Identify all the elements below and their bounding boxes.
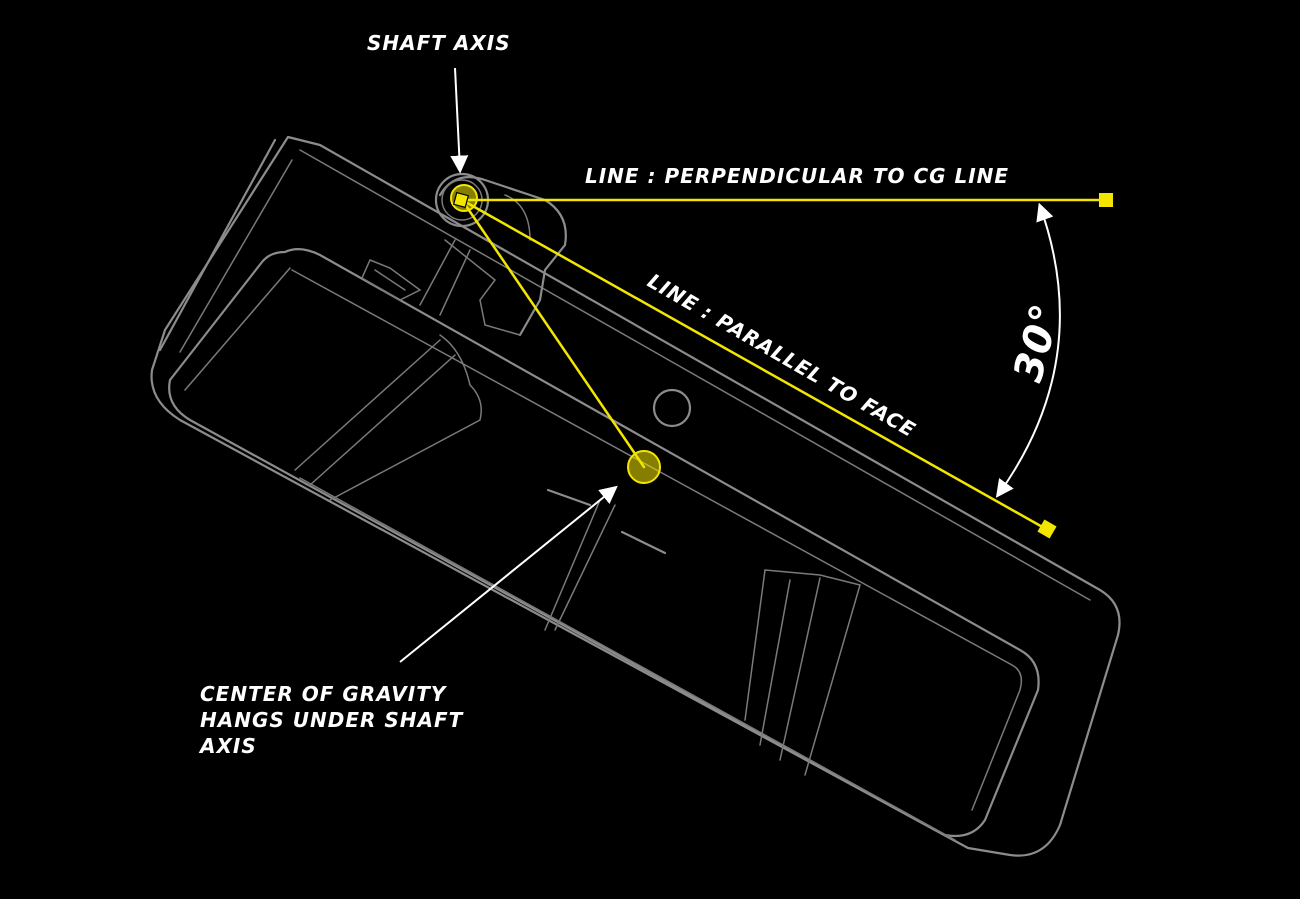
- shaft-axis-arrow: [450, 67, 469, 174]
- parallel-line-label: LINE : PARALLEL TO FACE: [644, 269, 921, 443]
- cg-label-line3: AXIS: [198, 734, 257, 758]
- annotation-arrows: [399, 67, 1061, 663]
- shaft-axis-point: [452, 191, 470, 209]
- putter-head-wireframe: [150, 135, 1121, 857]
- shaft-axis-label: SHAFT AXIS: [367, 31, 511, 55]
- cg-arrow: [399, 485, 618, 663]
- guide-geometry: [450, 184, 1113, 539]
- parallel-endpoint-marker: [1037, 519, 1057, 539]
- center-of-gravity-marker: [627, 450, 661, 484]
- cg-line: [460, 198, 646, 469]
- cg-label-line2: HANGS UNDER SHAFT: [200, 708, 464, 732]
- angle-label: 30°: [1005, 299, 1070, 387]
- perpendicular-endpoint-marker: [1099, 193, 1113, 207]
- angle-arc: [995, 202, 1061, 498]
- parallel-line: [460, 198, 1048, 531]
- perpendicular-line-label: LINE : PERPENDICULAR TO CG LINE: [585, 164, 1009, 188]
- cg-label-line1: CENTER OF GRAVITY: [200, 682, 448, 706]
